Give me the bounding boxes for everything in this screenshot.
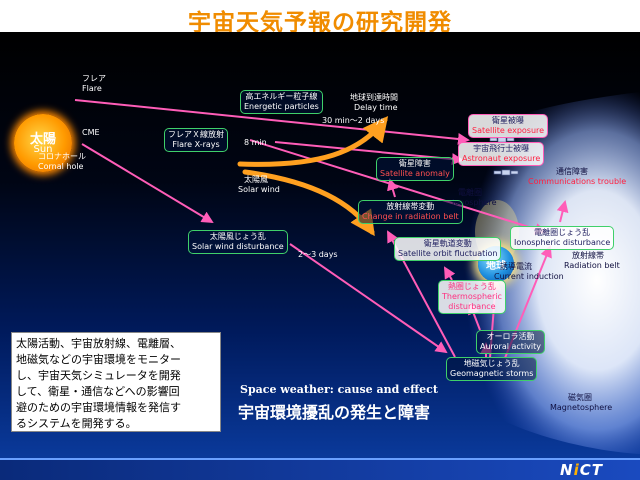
geomagnetic-storms-en: Geomagnetic storms [450,369,534,378]
energetic-particles-jp: 高エネルギー粒子線 [245,92,318,101]
satellite-orbit-en: Satellite orbit fluctuation [398,249,498,258]
satellite-anomaly-en: Satellite anomaly [380,169,450,178]
ionosphere-label-en: Ionosphere [452,198,497,207]
comm-trouble-label-en: Communications trouble [528,177,627,186]
flare-xrays-en: Flare X-rays [172,140,220,149]
ionospheric-disturbance-en: Ionospheric disturbance [514,238,611,247]
satellite-anomaly-jp: 衛星障害 [398,159,431,168]
radbelt-label-en: Radiation belt [564,261,620,270]
comm-trouble-label-jp: 通信障害 [556,167,588,176]
coronal-hole-label-jp: コロナホール [38,152,86,161]
energetic-particles-en: Energetic particles [244,102,319,111]
satellite-exposure-en: Satellite exposure [472,126,545,135]
logo-n: N [560,461,574,479]
thermospheric-disturbance-en: Thermospheric [442,292,502,301]
logo-ct: CT [579,461,603,479]
sun-label-en: Sun [33,144,53,155]
thermospheric-disturbance-en2: disturbance [448,302,496,311]
radiation-belt-change-en: Change in radiation belt [362,212,459,221]
satellite-icon-2 [493,169,519,176]
diagram-area: 太陽 Sun 地球 フレア Flare CME コロナホール Cornal ho… [0,32,640,460]
geomagnetic-storms-jp: 地磁気じょう乱 [463,359,520,368]
current-label-en: Current induction [494,272,564,281]
page-title: 宇宙天気予報の研究開発 [188,10,452,36]
magnetosphere-label-jp: 磁気圏 [568,393,592,402]
sun-label-jp: 太陽 [29,132,56,147]
astronaut-exposure-box: 宇宙飛行士被曝 Astronaut exposure [458,142,545,166]
flare-label-en: Flare [82,84,102,93]
current-label-jp: 誘導電流 [500,262,532,271]
caption-en: Space weather: cause and effect [240,383,438,396]
header: 宇宙天気予報の研究開発 [0,0,640,36]
arrow-iono-to-comm [556,200,569,223]
orange-arrow-energetic [237,116,389,167]
arrow-swdist-to-geomag [289,243,448,354]
satellite-exposure-jp: 衛星被曝 [492,116,525,125]
solar-wind-disturbance-en: Solar wind disturbance [192,242,284,251]
thermospheric-disturbance-box: 熱圏じょう乱 Thermospheric disturbance [438,280,506,314]
sun: 太陽 Sun [14,114,72,172]
radiation-belt-change-box: 放射線帯変動 Change in radiation belt [358,200,463,224]
radiation-belt-change-jp: 放射線帯変動 [386,202,435,211]
flare-xrays-box: フレアＸ線放射 Flare X-rays [164,128,228,152]
astronaut-exposure-en: Astronaut exposure [462,154,541,163]
astronaut-exposure-jp: 宇宙飛行士被曝 [473,144,530,153]
logo-i: i [573,461,580,479]
solar-wind-disturbance-jp: 太陽風じょう乱 [209,232,266,241]
eight-min-label: 8 min [244,138,267,147]
footer [0,458,640,480]
magnetosphere-label-en: Magnetosphere [550,403,613,412]
arrow-cme-to-swdist [81,143,214,224]
solar-wind-label-jp: 太陽風 [244,175,268,184]
ionosphere-label-jp: 電離圏 [458,188,482,197]
geomagnetic-storms-box: 地磁気じょう乱 Geomagnetic storms [446,357,538,381]
flare-xrays-jp: フレアＸ線放射 [168,130,224,139]
arrow-thermo-to-orbit [443,266,456,281]
arrow-rad-to-satanomaly [387,178,399,198]
nict-logo: NiCT [560,461,603,479]
energetic-particles-box: 高エネルギー粒子線 Energetic particles [240,90,323,114]
cme-label: CME [82,128,100,137]
auroral-activity-box: オーロラ活動 Auroral activity [476,330,545,354]
auroral-activity-en: Auroral activity [480,342,541,351]
satellite-exposure-box: 衛星被曝 Satellite exposure [468,114,549,138]
delay-label-jp: 地球到達時間 [350,93,398,102]
description-box: 太陽活動、宇宙放射線、電離層、 地磁気などの宇宙環境をモニター し、宇宙天気シミ… [11,332,221,432]
radbelt-label-jp: 放射線帯 [572,251,604,260]
thermospheric-disturbance-jp: 熱圏じょう乱 [447,282,496,291]
thirty-min-label: 30 min～2 days [322,116,385,125]
arrow-xray-to-iono [249,139,547,235]
earth-label: 地球 [486,261,506,272]
ionospheric-disturbance-box: 電離圏じょう乱 Ionospheric disturbance [510,226,615,250]
delay-label-en: Delay time [354,103,398,112]
arrow-flare-to-sat-exposure [74,99,470,145]
satellite-orbit-box: 衛星軌道変動 Satellite orbit fluctuation [394,237,502,261]
footer-divider [0,458,640,460]
caption-jp: 宇宙環境擾乱の発生と障害 [238,403,431,422]
two-three-days-label: 2～3 days [298,250,338,259]
solar-wind-label-en: Solar wind [238,185,280,194]
flare-label-jp: フレア [82,74,106,83]
coronal-hole-label-en: Cornal hole [38,162,84,171]
satellite-orbit-jp: 衛星軌道変動 [423,239,472,248]
ionospheric-disturbance-jp: 電離圏じょう乱 [534,228,591,237]
satellite-anomaly-box: 衛星障害 Satellite anomaly [376,157,454,181]
auroral-activity-jp: オーロラ活動 [486,332,535,341]
solar-wind-disturbance-box: 太陽風じょう乱 Solar wind disturbance [188,230,288,254]
